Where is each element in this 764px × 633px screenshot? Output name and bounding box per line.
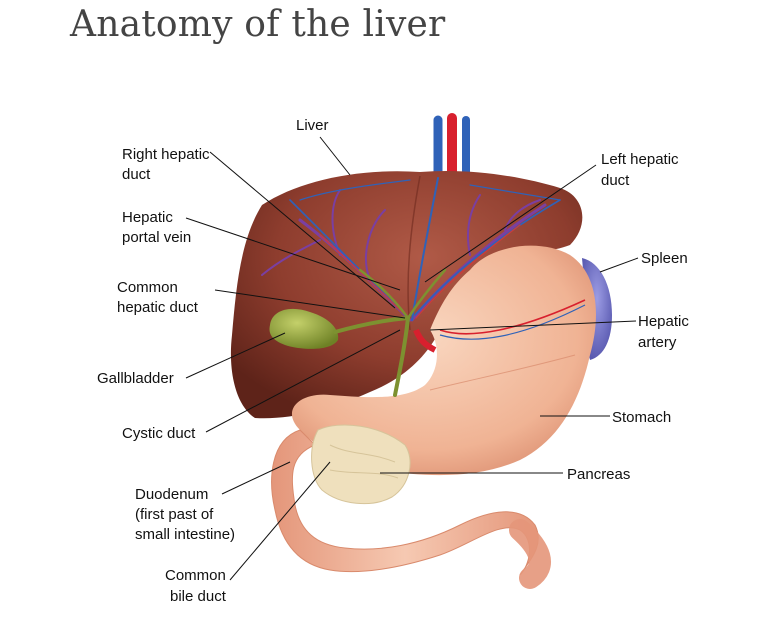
label-gallbladder: Gallbladder	[97, 370, 174, 387]
label-spleen: Spleen	[641, 250, 688, 267]
gallbladder-shape	[269, 308, 339, 349]
label-hepatic-artery: Hepatic artery	[638, 313, 693, 351]
vena-cava-aorta	[433, 113, 470, 183]
label-common-bile-duct: Common bile duct	[165, 567, 230, 605]
label-liver: Liver	[296, 117, 329, 134]
label-right-hepatic-duct-line1: Right hepatic	[122, 146, 210, 163]
label-common-hepatic-duct-line1: Common	[117, 279, 178, 296]
label-duodenum-line2: (first past of	[135, 506, 214, 523]
label-hepatic-artery-line2: artery	[638, 334, 677, 351]
label-common-hepatic-duct-line2: hepatic duct	[117, 299, 199, 316]
label-right-hepatic-duct-line2: duct	[122, 166, 151, 183]
label-pancreas: Pancreas	[567, 466, 630, 483]
label-hepatic-portal-vein-line1: Hepatic	[122, 209, 173, 226]
label-left-hepatic-duct: Left hepatic duct	[601, 151, 683, 189]
label-left-hepatic-duct-line2: duct	[601, 172, 630, 189]
liver-shape	[230, 170, 583, 419]
label-cystic-duct: Cystic duct	[122, 425, 196, 442]
hepatic-vessel-branches	[261, 177, 561, 322]
label-hepatic-portal-vein: Hepatic portal vein	[122, 209, 191, 246]
stomach-shape	[291, 245, 596, 476]
label-duodenum: Duodenum (first past of small intestine)	[135, 486, 235, 543]
page-title: Anatomy of the liver	[70, 4, 446, 45]
bile-ducts	[333, 268, 447, 397]
label-hepatic-portal-vein-line2: portal vein	[122, 229, 191, 246]
label-hepatic-artery-line1: Hepatic	[638, 313, 689, 330]
pancreas-shape	[311, 424, 411, 505]
label-duodenum-line1: Duodenum	[135, 486, 208, 503]
label-common-bile-duct-line2: bile duct	[170, 588, 227, 605]
label-left-hepatic-duct-line1: Left hepatic	[601, 151, 679, 168]
label-right-hepatic-duct: Right hepatic duct	[122, 146, 214, 183]
leader-lines	[185, 136, 639, 581]
label-stomach: Stomach	[612, 409, 671, 426]
label-common-bile-duct-line1: Common	[165, 567, 226, 584]
label-common-hepatic-duct: Common hepatic duct	[117, 279, 199, 316]
label-duodenum-line3: small intestine)	[135, 526, 235, 543]
